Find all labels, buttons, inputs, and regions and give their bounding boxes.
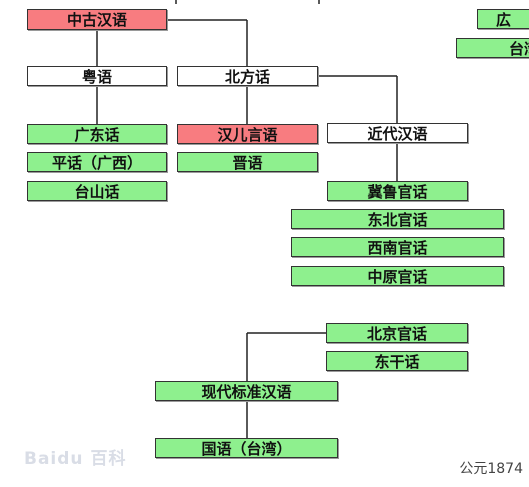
node-dungan: 东干话 bbox=[326, 351, 468, 371]
node-southwestern: 西南官话 bbox=[291, 237, 504, 257]
node-jin: 晋语 bbox=[177, 152, 318, 172]
node-middle-chinese: 中古汉语 bbox=[27, 9, 167, 30]
node-cantonese: 粤语 bbox=[27, 66, 167, 86]
baidu-watermark-text: Baidu 百科 bbox=[24, 449, 127, 469]
node-guangdong: 广东话 bbox=[27, 124, 167, 144]
author-credit: 公元1874 bbox=[459, 461, 523, 477]
node-jilu: 冀鲁官话 bbox=[327, 181, 468, 201]
node-right-clipped-1: 広 bbox=[477, 9, 529, 29]
node-guoyu: 国语（台湾） bbox=[155, 438, 338, 458]
node-standard: 现代标准汉语 bbox=[155, 381, 338, 401]
node-han-er: 汉儿言语 bbox=[177, 124, 318, 144]
node-right-clipped-2: 台湾 bbox=[456, 38, 529, 58]
node-beijing: 北京官话 bbox=[326, 323, 468, 343]
node-pinghua: 平话（广西） bbox=[27, 152, 167, 172]
baidu-watermark: Baidu 百科 bbox=[24, 444, 126, 469]
node-taishan: 台山话 bbox=[27, 181, 167, 201]
node-mandarin: 北方话 bbox=[177, 66, 318, 86]
node-northeastern: 东北官话 bbox=[291, 209, 504, 229]
node-modern-mandarin: 近代汉语 bbox=[327, 123, 468, 143]
node-central-plains: 中原官话 bbox=[291, 266, 504, 286]
